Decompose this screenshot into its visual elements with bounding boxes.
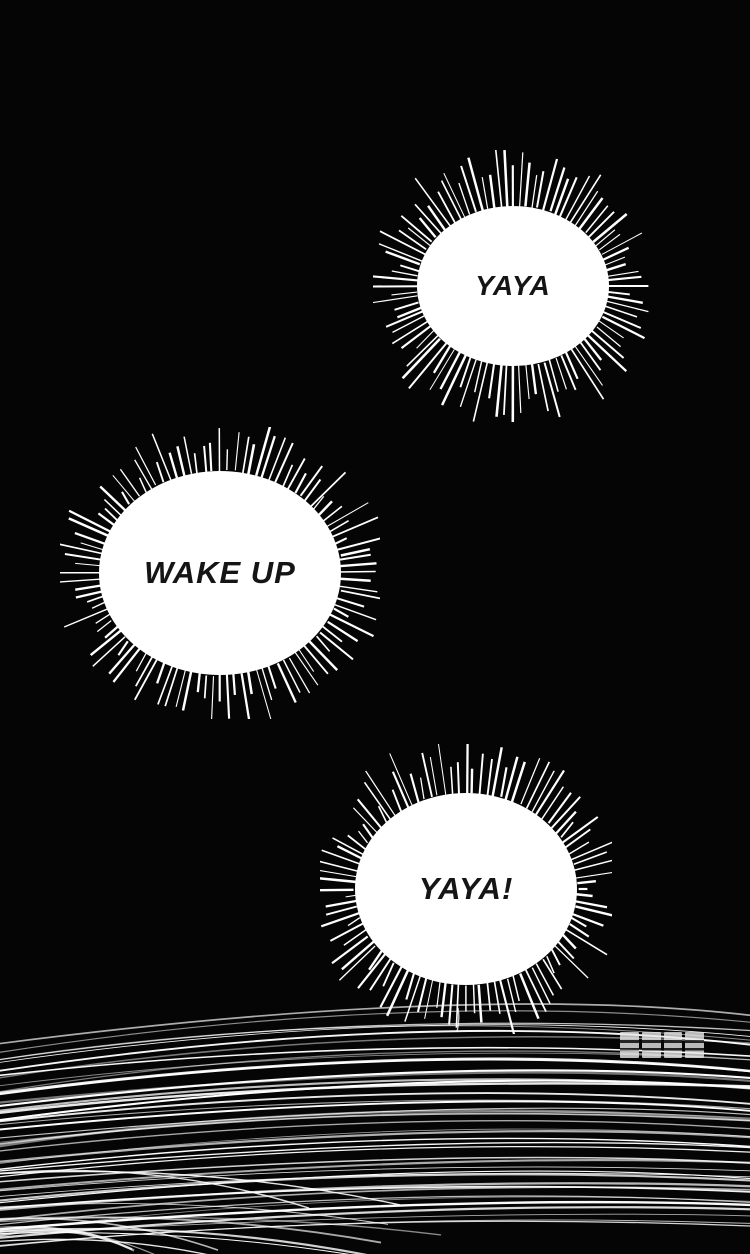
- bubble-text: YAYA!: [418, 871, 514, 906]
- burst-bubble-icon: [60, 427, 380, 719]
- burst-bubble-icon: [320, 744, 612, 1034]
- speech-bubble-yaya: YAYA: [373, 150, 653, 422]
- watermark-glyph: [620, 1032, 639, 1058]
- burst-bubble-icon: [373, 150, 649, 422]
- watermark-glyph: [663, 1032, 683, 1058]
- bubble-text: YAYA: [475, 270, 551, 301]
- blanket-scribble-lines: [0, 1003, 750, 1254]
- speech-bubble-wake-up: WAKE UP: [60, 427, 380, 719]
- bubble-text: WAKE UP: [144, 555, 296, 590]
- watermark-logo: [620, 1032, 704, 1058]
- speech-bubble-yaya-exclaim: YAYA!: [320, 744, 612, 1034]
- watermark-glyph: [685, 1032, 704, 1058]
- watermark-glyph: [641, 1032, 661, 1058]
